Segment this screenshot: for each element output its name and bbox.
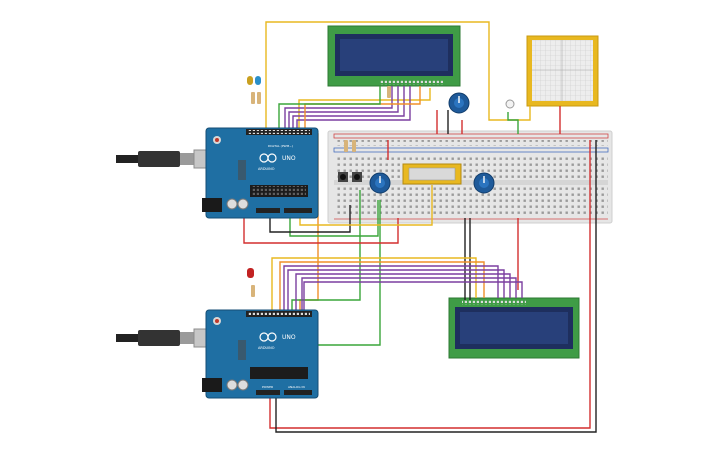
potentiometer-icon[interactable] (369, 172, 391, 194)
breadboard[interactable] (327, 130, 613, 224)
push-button-icon[interactable] (338, 172, 348, 182)
arduino-uno-top[interactable]: UNO ARDUINO DIGITAL (PWM~) (202, 127, 319, 219)
board-logo-label: ARDUINO (258, 167, 275, 171)
resistor-icon (251, 86, 391, 297)
led-icon (247, 76, 515, 278)
potentiometer-icon[interactable] (473, 172, 495, 194)
arduino-uno-bottom[interactable]: UNO ARDUINO POWER ANALOG IN (202, 309, 319, 399)
sensor-module[interactable] (402, 163, 462, 185)
board-model-label: UNO (282, 155, 296, 162)
board-power-label: POWER (262, 385, 273, 389)
board-analog-label: ANALOG IN (288, 385, 305, 389)
board-digital-label: DIGITAL (PWM~) (268, 144, 293, 148)
graph-display-module[interactable] (526, 35, 599, 107)
push-button-icon[interactable] (352, 172, 362, 182)
lcd-display-top[interactable] (327, 25, 461, 87)
board-model-label: UNO (282, 334, 296, 341)
board-logo-label: ARDUINO (258, 346, 275, 350)
lcd-display-bottom[interactable] (448, 297, 580, 359)
potentiometer-icon[interactable] (448, 92, 470, 114)
